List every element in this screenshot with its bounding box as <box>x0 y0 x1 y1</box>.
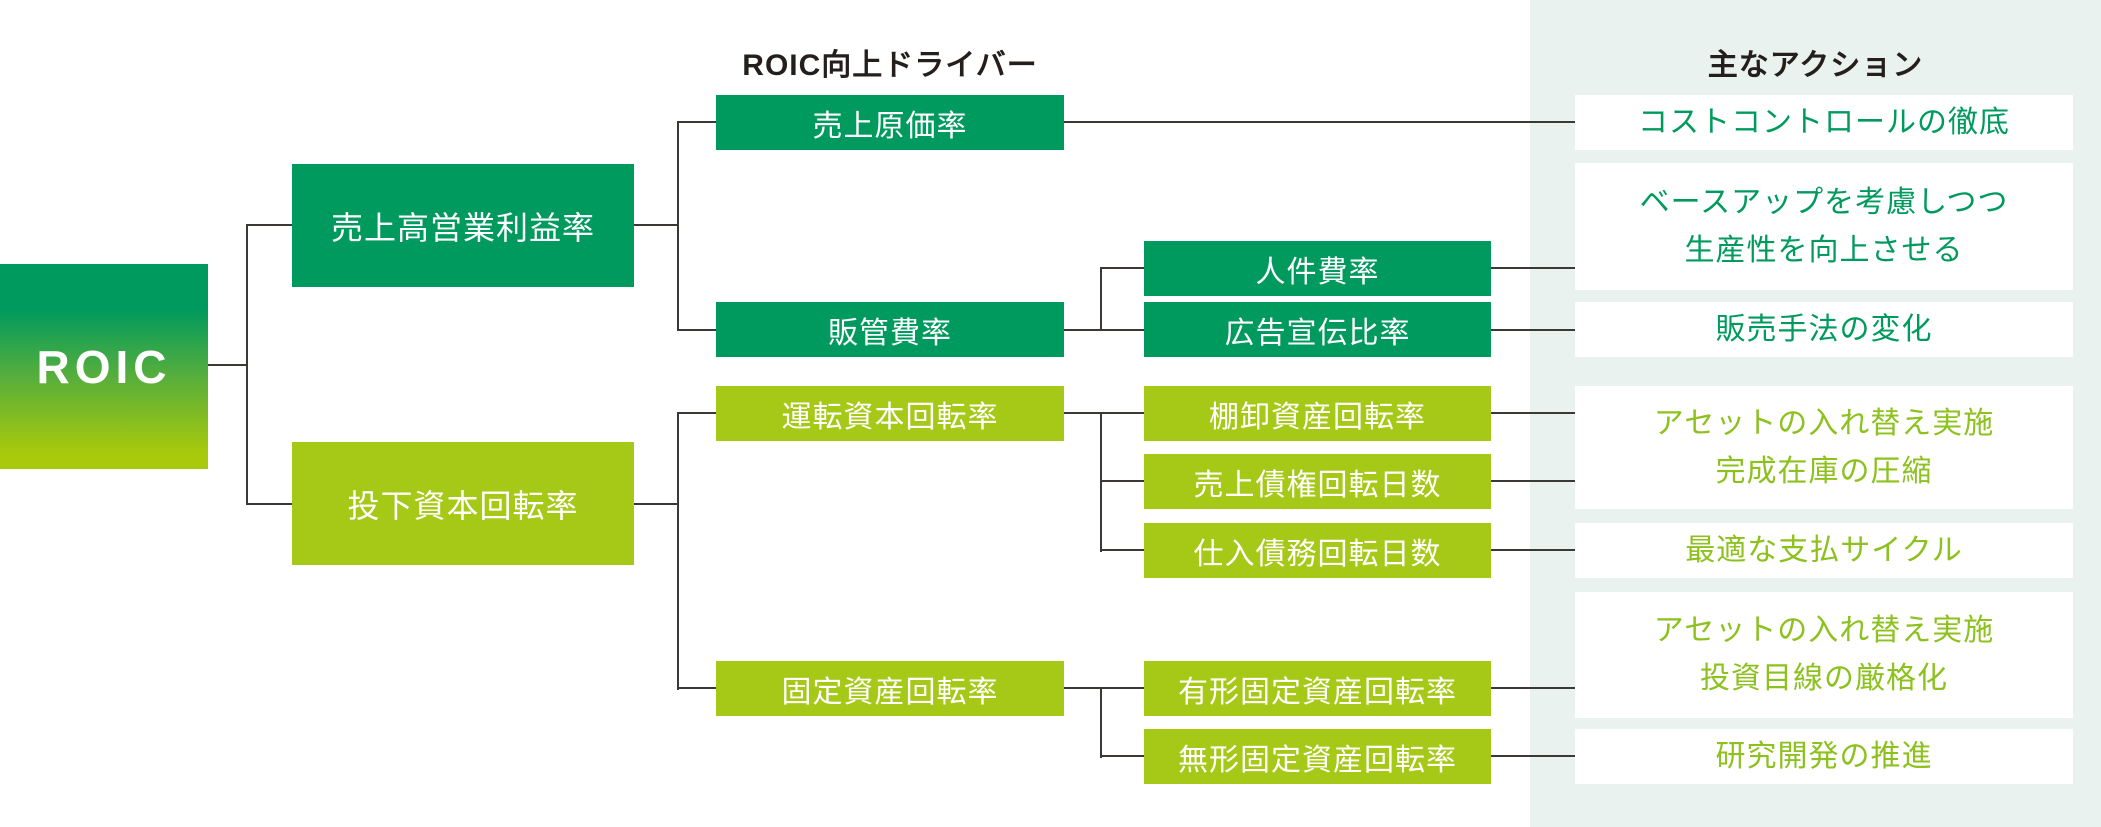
action-line: 最適な支払サイクル <box>1685 533 1963 567</box>
node-inventory-turnover: 棚卸資産回転率 <box>1144 386 1491 441</box>
action-asset-replacement-investment: アセットの入れ替え実施 投資目線の厳格化 <box>1575 592 2073 718</box>
connector-roic-stub <box>208 364 247 366</box>
connector-advertising-to-action <box>1491 329 1575 331</box>
node-cogs-ratio: 売上原価率 <box>716 95 1064 150</box>
action-payment-cycle: 最適な支払サイクル <box>1575 523 2073 578</box>
node-advertising-ratio: 広告宣伝比率 <box>1144 302 1491 357</box>
action-line: 投資目線の厳格化 <box>1700 662 1948 695</box>
connector-to-fixed-asset-turnover <box>678 687 716 689</box>
connector-working-capital-bracket <box>1100 412 1102 552</box>
connector-operating-margin-stub <box>634 224 678 226</box>
action-line: 生産性を向上させる <box>1684 233 1964 267</box>
action-line: アセットの入れ替え実施 <box>1653 614 1995 647</box>
node-operating-margin: 売上高営業利益率 <box>292 164 634 287</box>
node-fixed-asset-turnover: 固定資産回転率 <box>716 661 1064 716</box>
node-tangible-fixed-asset-turnover: 有形固定資産回転率 <box>1144 661 1491 716</box>
connector-receivables-to-action <box>1491 480 1575 482</box>
connector-operating-margin-bracket <box>677 121 679 331</box>
connector-to-personnel-cost <box>1101 267 1144 269</box>
connector-tangible-to-action <box>1491 687 1575 689</box>
connector-roic-bracket <box>246 224 248 505</box>
connector-fixed-asset-stub <box>1064 687 1144 689</box>
node-intangible-fixed-asset-turnover: 無形固定資産回転率 <box>1144 729 1491 784</box>
connector-fixed-asset-bracket <box>1100 687 1102 758</box>
action-rnd-promotion: 研究開発の推進 <box>1575 729 2073 784</box>
node-payables-days: 仕入債務回転日数 <box>1144 523 1491 578</box>
connector-to-payables-days <box>1101 549 1144 551</box>
connector-sga-bracket <box>1100 267 1102 331</box>
action-sales-method: 販売手法の変化 <box>1575 302 2073 357</box>
connector-payables-to-action <box>1491 549 1575 551</box>
action-asset-replacement-inventory: アセットの入れ替え実施 完成在庫の圧縮 <box>1575 386 2073 509</box>
actions-column-header: 主なアクション <box>1707 49 1924 82</box>
connector-to-receivables-days <box>1101 480 1144 482</box>
node-working-capital-turnover: 運転資本回転率 <box>716 386 1064 441</box>
connector-invested-capital-bracket <box>677 412 679 690</box>
connector-invested-capital-stub <box>634 503 678 505</box>
connector-cogs-to-action <box>1064 121 1575 123</box>
connector-to-cogs-ratio <box>678 121 716 123</box>
connector-working-capital-stub <box>1064 412 1144 414</box>
connector-to-operating-margin <box>247 224 292 226</box>
connector-to-invested-capital-turnover <box>247 503 292 505</box>
node-receivables-days: 売上債権回転日数 <box>1144 454 1491 509</box>
action-productivity: ベースアップを考慮しつつ 生産性を向上させる <box>1575 163 2073 290</box>
action-line: コストコントロールの徹底 <box>1638 105 2010 139</box>
connector-sga-stub <box>1064 329 1144 331</box>
connector-to-working-capital-turnover <box>678 412 716 414</box>
drivers-column-header: ROIC向上ドライバー <box>742 49 1038 82</box>
action-line: ベースアップを考慮しつつ <box>1639 185 2009 219</box>
connector-inventory-to-action <box>1491 412 1575 414</box>
node-sga-ratio: 販管費率 <box>716 302 1064 357</box>
connector-to-sga-ratio <box>678 329 716 331</box>
node-personnel-cost-ratio: 人件費率 <box>1144 241 1491 296</box>
action-line: 研究開発の推進 <box>1715 739 1933 773</box>
connector-personnel-to-action <box>1491 267 1575 269</box>
connector-intangible-to-action <box>1491 755 1575 757</box>
action-line: アセットの入れ替え実施 <box>1653 406 1995 440</box>
node-roic: ROIC <box>0 264 208 469</box>
connector-to-intangible-turnover <box>1101 755 1144 757</box>
action-cost-control: コストコントロールの徹底 <box>1575 95 2073 150</box>
action-line: 完成在庫の圧縮 <box>1715 454 1933 488</box>
action-line: 販売手法の変化 <box>1715 312 1933 346</box>
node-invested-capital-turnover: 投下資本回転率 <box>292 442 634 565</box>
